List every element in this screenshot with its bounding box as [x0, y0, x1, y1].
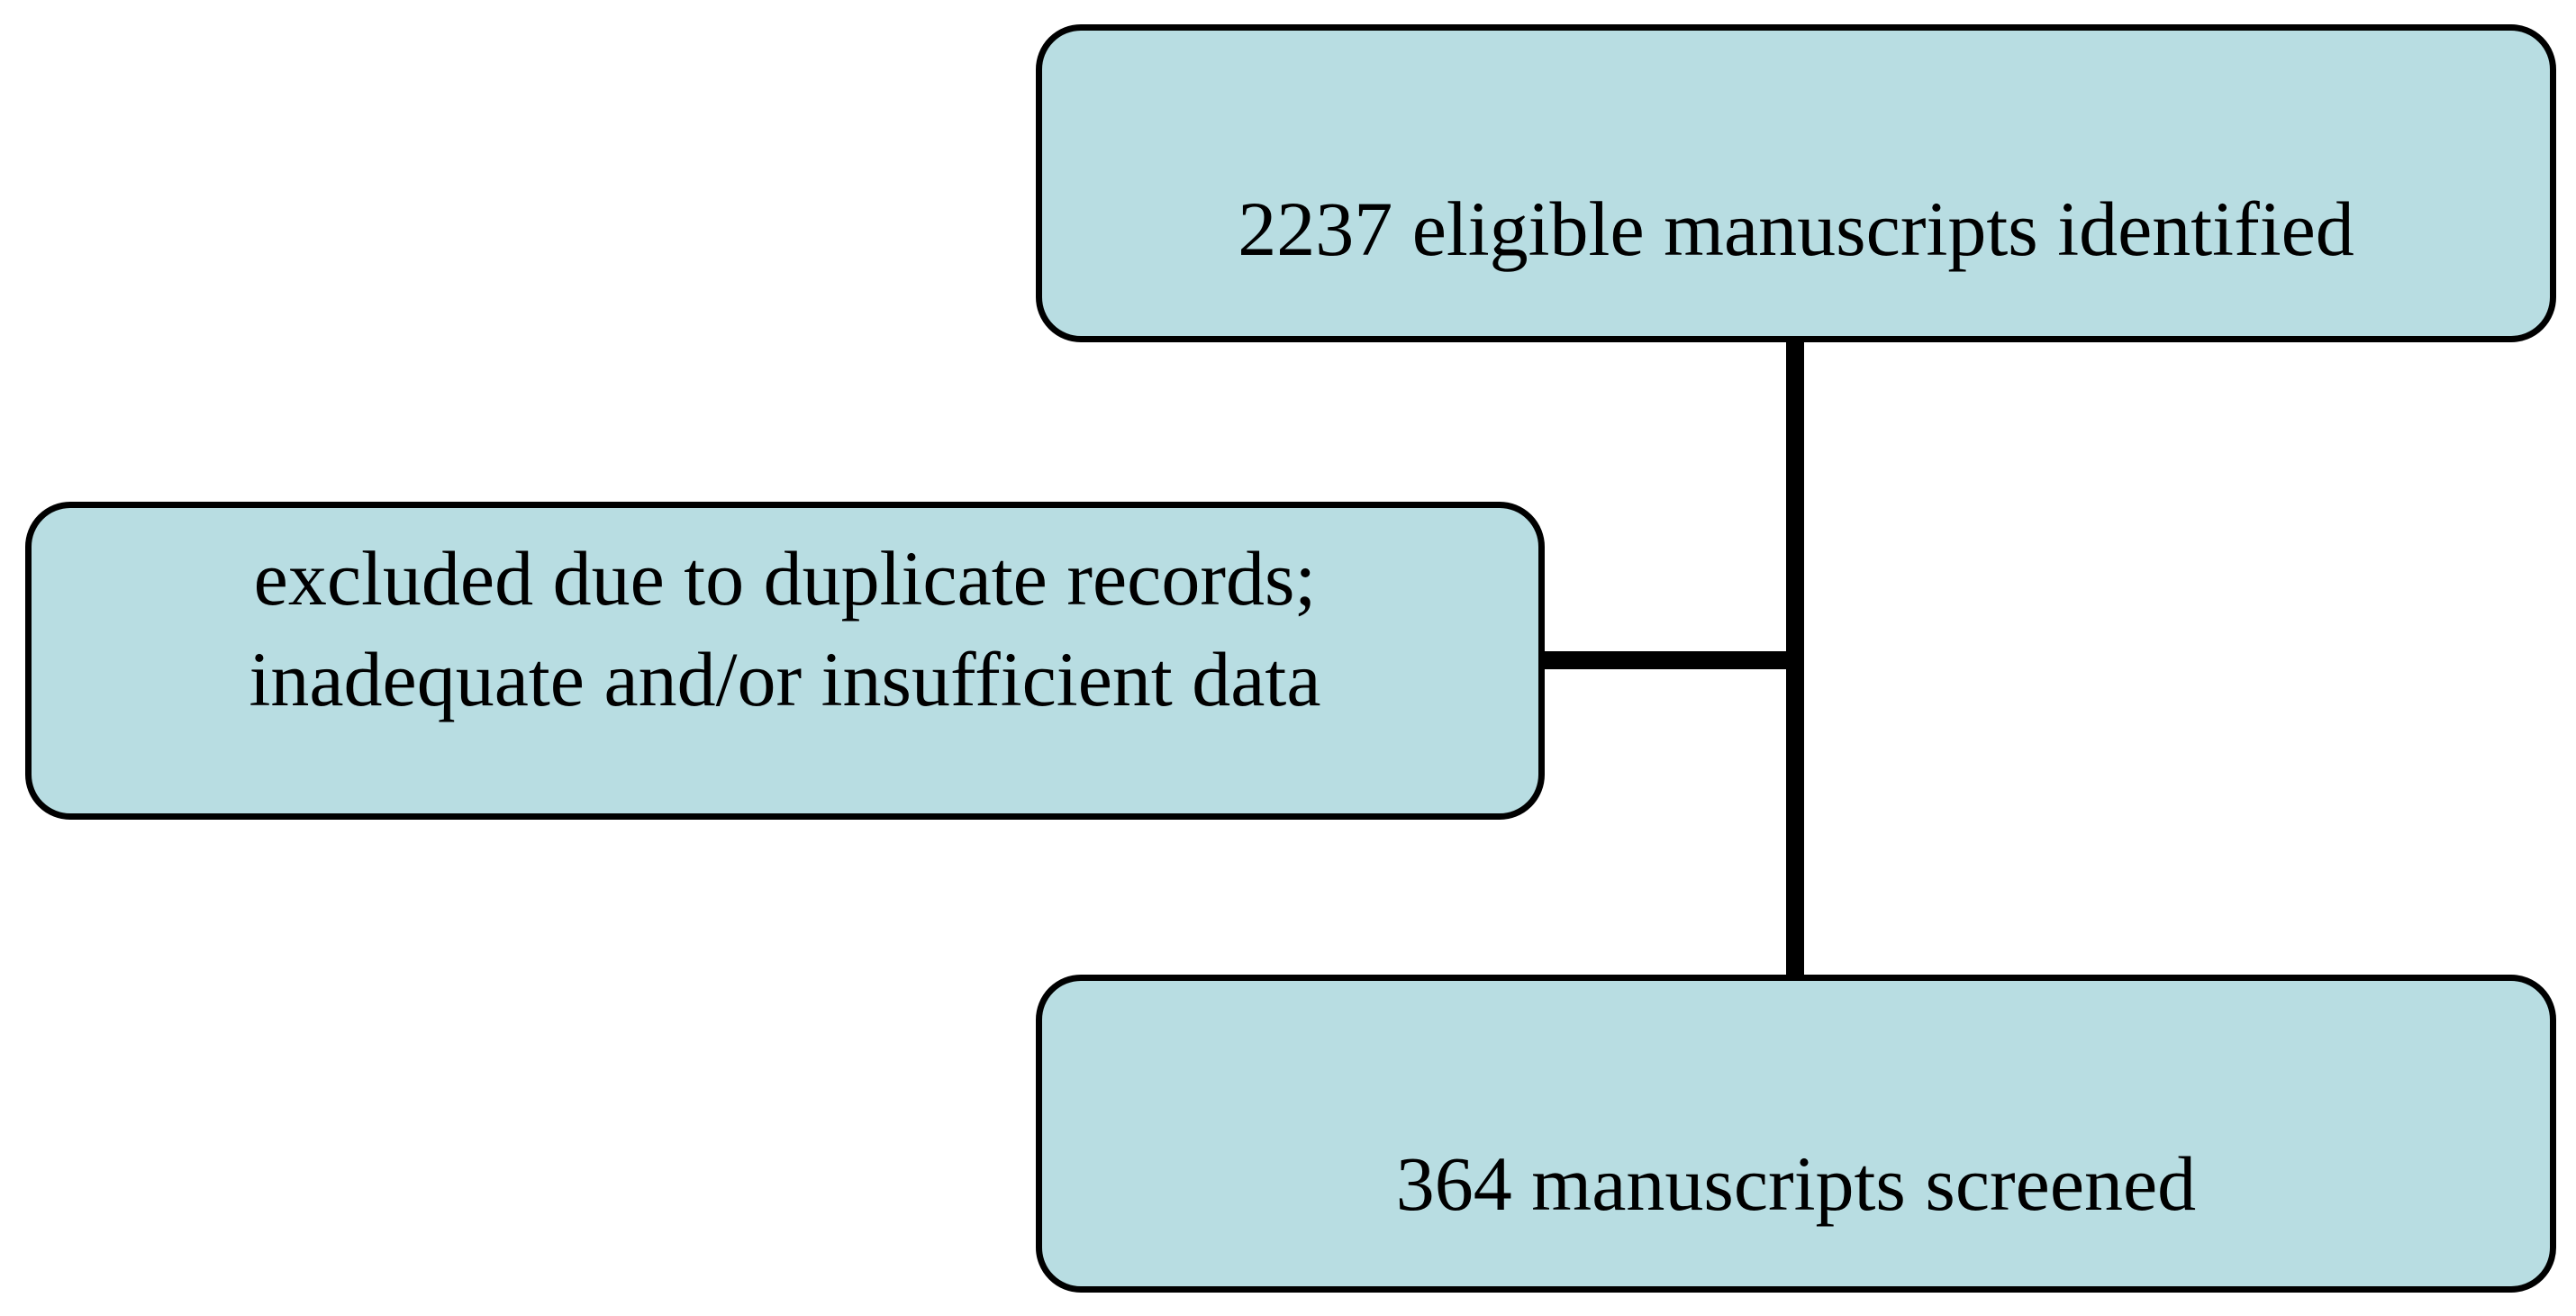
connector-excluded-branch: [1538, 651, 1800, 669]
node-eligible-manuscripts-identified: 2237 eligible manuscripts identified: [1036, 24, 2556, 342]
node-excluded-records-line1: excluded due to duplicate records;: [253, 535, 1317, 622]
node-manuscripts-screened: 364 manuscripts screened: [1036, 975, 2556, 1293]
node-eligible-manuscripts-identified-label: 2237 eligible manuscripts identified: [1238, 186, 2354, 272]
node-excluded-records: excluded due to duplicate records; inade…: [25, 502, 1545, 820]
node-manuscripts-screened-label: 364 manuscripts screened: [1395, 1140, 2197, 1227]
node-excluded-records-line2: inadequate and/or insufficient data: [249, 636, 1321, 722]
